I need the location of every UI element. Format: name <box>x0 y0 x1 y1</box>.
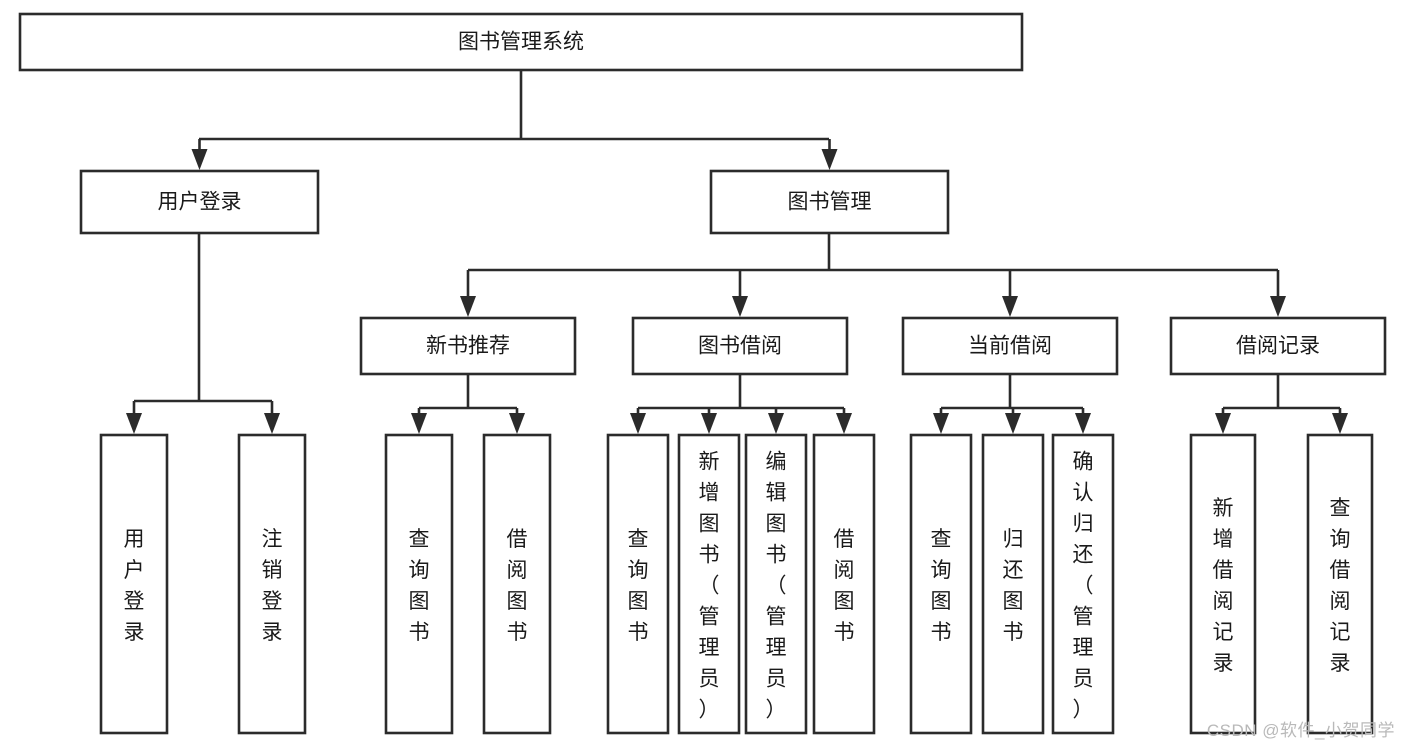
edges-layer <box>126 70 1348 434</box>
csdn-watermark: CSDN @软件_小贺同学 <box>1206 721 1395 740</box>
node-leaf-query-book-rec[interactable]: 查询图书 <box>384 433 454 735</box>
arrow-head-icon <box>509 413 525 434</box>
level2-node-box[interactable] <box>709 169 950 235</box>
nodes-layer: 图书管理系统用户登录图书管理新书推荐图书借阅当前借阅借阅记录用户登录注销登录查询… <box>18 12 1387 735</box>
node-book-manage[interactable]: 图书管理 <box>709 169 950 235</box>
leaf-node-box[interactable] <box>482 433 552 735</box>
arrow-head-icon <box>933 413 949 434</box>
node-leaf-confirm-return[interactable]: 确认归还（管理员） <box>1051 433 1115 735</box>
leaf-node-label: 用户登录 <box>124 528 145 644</box>
node-leaf-borrow-book-rec[interactable]: 借阅图书 <box>482 433 552 735</box>
leaf-node-box[interactable] <box>1306 433 1374 735</box>
leaf-node-box[interactable] <box>1189 433 1257 735</box>
level3-node-label: 新书推荐 <box>426 335 510 358</box>
leaf-node-label: 新增图书（管理员） <box>699 451 720 722</box>
leaf-node-box[interactable] <box>1051 433 1115 735</box>
leaf-node-label: 归还图书 <box>1003 528 1024 644</box>
root-node-label: 图书管理系统 <box>458 31 584 54</box>
arrow-head-icon <box>411 413 427 434</box>
arrow-head-icon <box>732 296 748 317</box>
node-current-borrow[interactable]: 当前借阅 <box>901 316 1119 376</box>
arrow-head-icon <box>1002 296 1018 317</box>
arrow-head-icon <box>768 413 784 434</box>
leaf-node-label: 注销登录 <box>262 528 283 644</box>
leaf-node-box[interactable] <box>237 433 307 735</box>
arrow-head-icon <box>264 413 280 434</box>
arrow-head-icon <box>630 413 646 434</box>
level3-node-box[interactable] <box>631 316 849 376</box>
node-leaf-query-book-cur[interactable]: 查询图书 <box>909 433 973 735</box>
leaf-node-label: 查询图书 <box>931 528 952 644</box>
leaf-node-box[interactable] <box>384 433 454 735</box>
level3-node-box[interactable] <box>901 316 1119 376</box>
node-user-login[interactable]: 用户登录 <box>79 169 320 235</box>
leaf-node-box[interactable] <box>606 433 670 735</box>
arrow-head-icon <box>1075 413 1091 434</box>
level3-node-box[interactable] <box>359 316 577 376</box>
level2-node-label: 用户登录 <box>158 191 242 214</box>
arrow-head-icon <box>126 413 142 434</box>
level2-node-label: 图书管理 <box>788 191 872 214</box>
node-borrow-record[interactable]: 借阅记录 <box>1169 316 1387 376</box>
arrow-head-icon <box>1005 413 1021 434</box>
arrow-head-icon <box>460 296 476 317</box>
leaf-node-box[interactable] <box>744 433 808 735</box>
level3-node-label: 当前借阅 <box>968 335 1052 358</box>
leaf-node-label: 借阅图书 <box>507 528 528 644</box>
node-leaf-user-login[interactable]: 用户登录 <box>99 433 169 735</box>
leaf-node-label: 查询图书 <box>628 528 649 644</box>
node-leaf-return-book[interactable]: 归还图书 <box>981 433 1045 735</box>
leaf-node-label: 借阅图书 <box>834 528 855 644</box>
arrow-head-icon <box>1270 296 1286 317</box>
node-leaf-query-book-borrow[interactable]: 查询图书 <box>606 433 670 735</box>
arrow-head-icon <box>701 413 717 434</box>
arrow-head-icon <box>836 413 852 434</box>
leaf-node-box[interactable] <box>812 433 876 735</box>
level3-node-label: 借阅记录 <box>1236 335 1320 358</box>
leaf-node-box[interactable] <box>981 433 1045 735</box>
arrow-head-icon <box>821 149 838 170</box>
leaf-node-box[interactable] <box>909 433 973 735</box>
node-leaf-logout[interactable]: 注销登录 <box>237 433 307 735</box>
arrow-head-icon <box>191 149 208 170</box>
node-new-book-recommend[interactable]: 新书推荐 <box>359 316 577 376</box>
level3-node-box[interactable] <box>1169 316 1387 376</box>
node-leaf-add-book[interactable]: 新增图书（管理员） <box>677 433 741 735</box>
level2-node-box[interactable] <box>79 169 320 235</box>
leaf-node-label: 查询借阅记录 <box>1330 497 1351 675</box>
node-leaf-edit-book[interactable]: 编辑图书（管理员） <box>744 433 808 735</box>
node-leaf-add-record[interactable]: 新增借阅记录 <box>1189 433 1257 735</box>
leaf-node-box[interactable] <box>677 433 741 735</box>
arrow-head-icon <box>1215 413 1231 434</box>
root-node-box[interactable] <box>18 12 1024 72</box>
leaf-node-label: 确认归还（管理员） <box>1073 451 1094 722</box>
node-leaf-query-record[interactable]: 查询借阅记录 <box>1306 433 1374 735</box>
node-root[interactable]: 图书管理系统 <box>18 12 1024 72</box>
leaf-node-label: 查询图书 <box>409 528 430 644</box>
arrow-head-icon <box>1332 413 1348 434</box>
leaf-node-box[interactable] <box>99 433 169 735</box>
leaf-node-label: 新增借阅记录 <box>1213 497 1234 675</box>
node-leaf-borrow-book[interactable]: 借阅图书 <box>812 433 876 735</box>
node-book-borrow[interactable]: 图书借阅 <box>631 316 849 376</box>
leaf-node-label: 编辑图书（管理员） <box>766 451 787 722</box>
level3-node-label: 图书借阅 <box>698 335 782 358</box>
